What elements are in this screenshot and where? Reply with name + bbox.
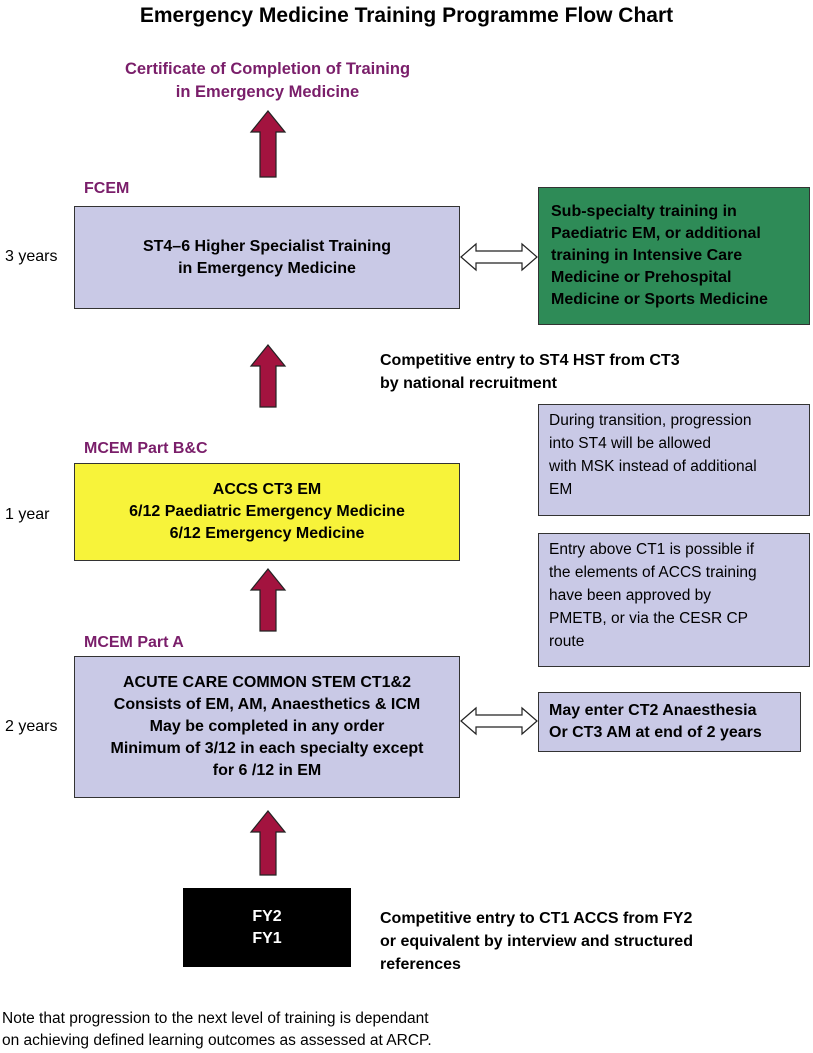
accs-box: ACUTE CARE COMMON STEM CT1&2 Consists of… [74, 656, 460, 798]
foundation-box: FY2 FY1 [183, 888, 351, 967]
ct3-line-3: 6/12 Emergency Medicine [169, 525, 365, 542]
caption-ct1-line-2: or equivalent by interview and structure… [380, 933, 693, 950]
caption-st4-entry: Competitive entry to ST4 HST from CT3 by… [380, 349, 680, 395]
accs-line-1: ACUTE CARE COMMON STEM CT1&2 [122, 674, 411, 691]
transition-line-3: with MSK instead of additional [549, 458, 757, 475]
caption-st4-line-2: by national recruitment [380, 375, 557, 392]
caption-st4-line-1: Competitive entry to ST4 HST from CT3 [380, 352, 680, 369]
entry-line-5: route [549, 633, 585, 650]
double-arrow-ct2 [460, 706, 538, 736]
duration-ct3: 1 year [5, 506, 50, 523]
subspecialty-box: Sub-specialty training in Paediatric EM,… [538, 187, 810, 325]
caption-ct1-line-1: Competitive entry to CT1 ACCS from FY2 [380, 910, 693, 927]
higher-line-1: ST4–6 Higher Specialist Training [142, 237, 392, 255]
double-arrow-subspecialty [460, 242, 538, 272]
ct3-line-1: ACCS CT3 EM [212, 481, 322, 498]
page-title: Emergency Medicine Training Programme Fl… [139, 4, 674, 27]
ct3-line-2: 6/12 Paediatric Emergency Medicine [129, 503, 405, 520]
higher-specialist-box: ST4–6 Higher Specialist Training in Emer… [74, 206, 460, 309]
footnote-line-2: on achieving defined learning outcomes a… [2, 1032, 432, 1049]
arrow-to-ct3 [249, 568, 287, 632]
transition-line-1: During transition, progression [549, 412, 752, 429]
subspecialty-line-2: Paediatric EM, or additional [551, 225, 761, 242]
foundation-line-1: FY2 [252, 907, 282, 925]
entry-note: Entry above CT1 is possible if the eleme… [538, 533, 810, 667]
accs-line-2: Consists of EM, AM, Anaesthetics & ICM [113, 696, 421, 713]
exam-label-mcem-bc: MCEM Part B&C [84, 440, 208, 457]
caption-ct1-entry: Competitive entry to CT1 ACCS from FY2 o… [380, 907, 693, 976]
exam-label-fcem: FCEM [84, 180, 130, 197]
higher-line-2: in Emergency Medicine [178, 259, 356, 277]
foundation-line-2: FY1 [252, 929, 282, 947]
transition-line-4: EM [549, 481, 573, 498]
entry-line-4: PMETB, or via the CESR CP [549, 610, 748, 627]
certificate-label: Certificate of Completion of Training in… [60, 58, 475, 104]
ct2-anaesthesia-box: May enter CT2 Anaesthesia Or CT3 AM at e… [538, 692, 801, 752]
footnote-line-1: Note that progression to the next level … [2, 1010, 429, 1027]
duration-accs: 2 years [5, 718, 58, 735]
footnote: Note that progression to the next level … [2, 1008, 432, 1052]
accs-ct3-box: ACCS CT3 EM 6/12 Paediatric Emergency Me… [74, 463, 460, 561]
entry-line-3: have been approved by [549, 587, 712, 604]
subspecialty-line-3: training in Intensive Care [551, 247, 743, 264]
arrow-to-certificate [249, 110, 287, 178]
certificate-line-1: Certificate of Completion of Training [124, 60, 411, 78]
ct2-line-2: Or CT3 AM at end of 2 years [549, 724, 762, 741]
subspecialty-line-5: Medicine or Sports Medicine [551, 291, 768, 308]
entry-line-2: the elements of ACCS training [549, 564, 757, 581]
subspecialty-line-1: Sub-specialty training in [551, 203, 737, 220]
accs-line-3: May be completed in any order [149, 718, 385, 735]
entry-line-1: Entry above CT1 is possible if [549, 541, 755, 558]
subspecialty-line-4: Medicine or Prehospital [551, 269, 732, 286]
arrow-to-higher [249, 344, 287, 408]
accs-line-4: Minimum of 3/12 in each specialty except [110, 740, 424, 757]
ct2-line-1: May enter CT2 Anaesthesia [549, 702, 757, 719]
caption-ct1-line-3: references [380, 956, 461, 973]
accs-line-5: for 6 /12 in EM [212, 762, 322, 779]
arrow-to-accs [249, 810, 287, 876]
transition-note: During transition, progression into ST4 … [538, 404, 810, 516]
transition-line-2: into ST4 will be allowed [549, 435, 711, 452]
duration-higher: 3 years [5, 248, 58, 265]
exam-label-mcem-a: MCEM Part A [84, 634, 184, 651]
certificate-line-2: in Emergency Medicine [175, 83, 360, 101]
